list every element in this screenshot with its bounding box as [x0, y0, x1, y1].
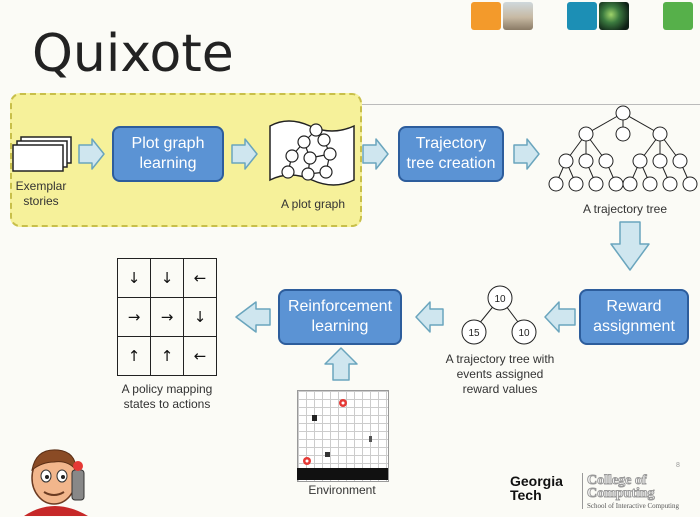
title-rule [355, 104, 700, 105]
exemplar-stories-icon [12, 136, 72, 172]
reward-value-left: 15 [468, 328, 480, 339]
right-arrow-icon [231, 138, 258, 170]
policy-caption: A policy mapping states to actions [121, 382, 213, 411]
exemplar-stories-caption: Exemplar stories [15, 179, 67, 208]
environment-status-bar [297, 468, 388, 480]
college-of-computing-logo: College of Computing [587, 473, 656, 501]
reinforcement-learning-box: Reinforcement learning [278, 289, 402, 345]
right-arrow-icon [362, 138, 389, 170]
school-of-interactive-computing-label: School of Interactive Computing [587, 502, 679, 510]
reward-value-right: 10 [518, 328, 530, 339]
trajectory-tree-creation-box: Trajectory tree creation [398, 126, 504, 182]
reward-tree-icon: 10 15 10 [461, 285, 537, 345]
left-arrow-icon [415, 301, 444, 333]
up-arrow-icon [324, 347, 358, 381]
environment-sprites [303, 399, 372, 465]
environment-caption: Environment [308, 483, 376, 497]
down-arrow-icon [610, 221, 650, 271]
slide-title: Quixote [32, 24, 234, 84]
green-thumbnail [663, 2, 693, 30]
policy-grid: ↓ ↓ ← → → ↓ ↑ ↑ ← [117, 258, 217, 376]
blue-thumbnail [567, 2, 597, 30]
policy-cell: ← [183, 336, 217, 376]
reward-tree-caption: A trajectory tree with events assigned r… [445, 352, 555, 396]
right-arrow-icon [513, 138, 540, 170]
plot-graph-learning-box: Plot graph learning [112, 126, 224, 182]
left-arrow-icon [235, 301, 271, 333]
network-photo-thumbnail [599, 2, 629, 30]
mascot-character-icon [24, 449, 88, 516]
logo-separator [582, 473, 583, 509]
trajectory-tree-icon [548, 105, 698, 192]
trajectory-tree-caption: A trajectory tree [582, 202, 668, 216]
plot-graph-caption: A plot graph [280, 197, 346, 211]
right-arrow-icon [78, 138, 105, 170]
left-arrow-icon [544, 301, 576, 333]
orange-thumbnail [471, 2, 501, 30]
reward-assignment-box: Reward assignment [579, 289, 689, 345]
plot-graph-icon [269, 120, 355, 186]
page-number: 8 [676, 462, 680, 469]
reward-value-root: 10 [494, 294, 506, 305]
building-photo-thumbnail [503, 2, 533, 30]
georgia-tech-logo: Georgia Tech [510, 473, 563, 503]
